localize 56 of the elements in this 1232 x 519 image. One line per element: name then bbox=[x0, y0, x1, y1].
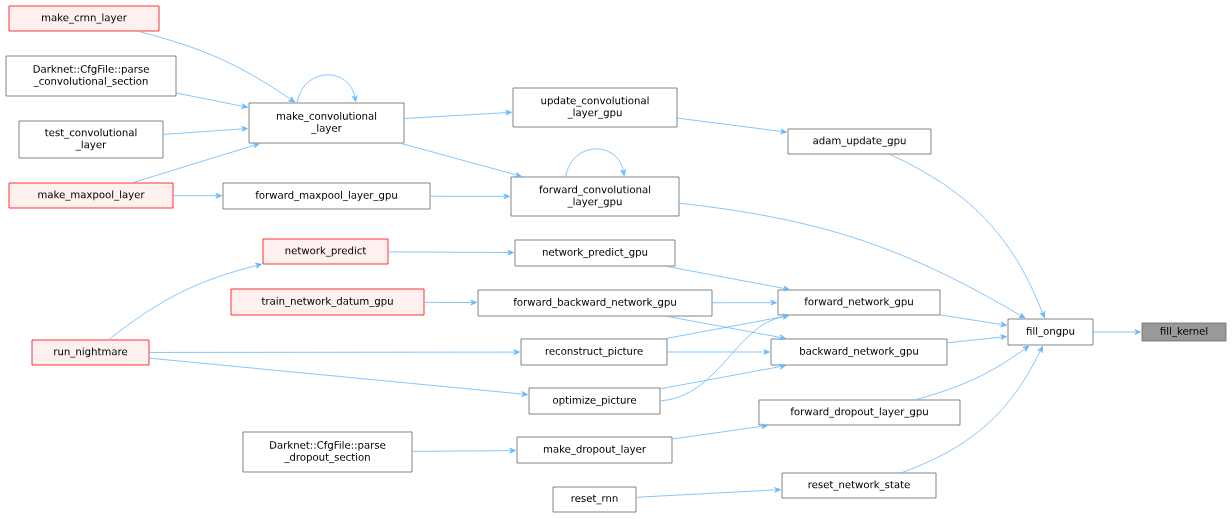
arrow bbox=[173, 192, 222, 199]
arrow bbox=[430, 193, 510, 200]
arrow bbox=[901, 345, 1043, 473]
arrow bbox=[149, 357, 528, 397]
function-box: make_convolutional _layer bbox=[248, 102, 405, 144]
function-box: Darknet::CfgFile::parse _dropout_section bbox=[242, 431, 413, 473]
function-box: adam_update_gpu bbox=[787, 128, 932, 155]
arrow bbox=[677, 117, 787, 135]
arrow bbox=[672, 423, 768, 440]
function-box: forward_dropout_layer_gpu bbox=[758, 399, 961, 426]
arrow bbox=[940, 314, 1007, 328]
arrow bbox=[565, 148, 626, 177]
function-box: reset_rnn bbox=[552, 486, 637, 513]
function-box: update_convolutional _layer_gpu bbox=[512, 87, 678, 128]
function-box: Darknet::CfgFile::parse _convolutional_section bbox=[5, 55, 177, 97]
function-box: optimize_picture bbox=[528, 387, 661, 415]
function-box: backward_network_gpu bbox=[770, 338, 948, 366]
arrow bbox=[424, 299, 477, 306]
arrow bbox=[679, 202, 1026, 319]
function-box: test_convolutional _layer bbox=[18, 120, 164, 159]
arrow bbox=[636, 487, 781, 498]
function-box: train_network_datum_gpu bbox=[230, 288, 425, 316]
arrow bbox=[388, 249, 514, 256]
arrow bbox=[132, 142, 260, 183]
arrow bbox=[1093, 329, 1141, 335]
function-box: make_dropout_layer bbox=[516, 436, 673, 464]
arrow bbox=[660, 313, 789, 402]
arrow bbox=[889, 154, 1045, 319]
arrow bbox=[400, 143, 522, 178]
arrow bbox=[712, 299, 777, 306]
function-box: run_nightmare bbox=[31, 339, 150, 366]
arrow bbox=[412, 447, 516, 454]
arrow bbox=[176, 92, 248, 109]
function-box: forward_convolutional _layer_gpu bbox=[510, 176, 680, 217]
function-box: make_maxpool_layer bbox=[8, 182, 174, 209]
arrow bbox=[149, 349, 520, 355]
arrow bbox=[163, 126, 248, 135]
arrow bbox=[947, 334, 1007, 344]
function-box: fill_ongpu bbox=[1007, 318, 1094, 346]
arrow bbox=[667, 349, 770, 355]
function-box: network_predict bbox=[262, 238, 389, 265]
function-box: network_predict_gpu bbox=[514, 239, 676, 267]
function-box: reconstruct_picture bbox=[520, 338, 668, 366]
function-box: forward_backward_network_gpu bbox=[477, 289, 713, 317]
function-box: reset_network_state bbox=[781, 472, 937, 499]
function-box: forward_network_gpu bbox=[777, 289, 941, 316]
function-box: make_crnn_layer bbox=[8, 5, 160, 32]
arrow bbox=[915, 345, 1030, 400]
function-box: fill_kernel bbox=[1141, 322, 1227, 342]
arrow bbox=[666, 266, 790, 292]
function-box: forward_maxpool_layer_gpu bbox=[222, 182, 431, 210]
arrow bbox=[404, 109, 512, 119]
arrow bbox=[296, 74, 358, 103]
arrow bbox=[138, 31, 296, 103]
arrow bbox=[108, 262, 262, 340]
arrow bbox=[660, 363, 787, 390]
